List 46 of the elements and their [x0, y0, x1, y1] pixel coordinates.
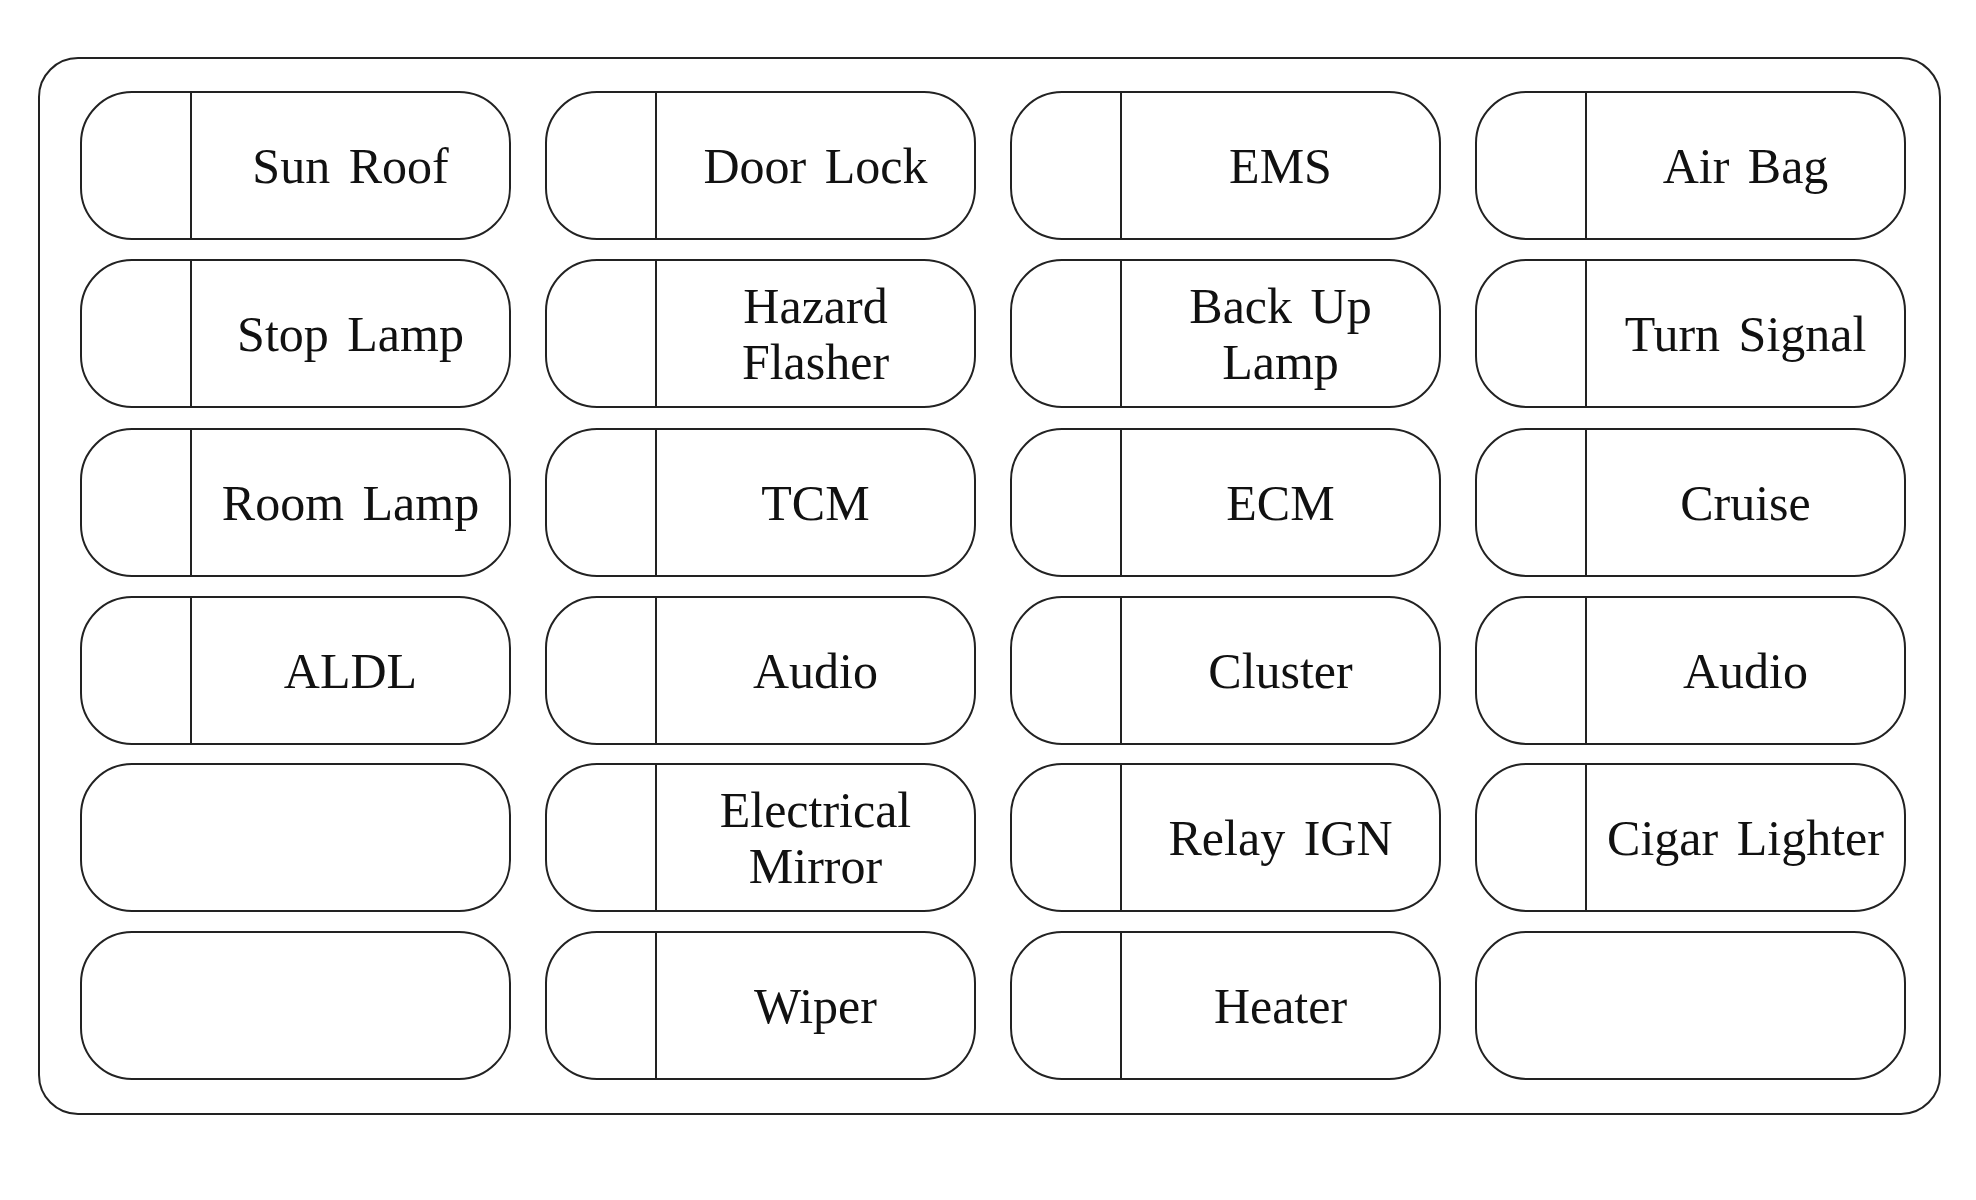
fuse-label: Hazard Flasher	[740, 277, 891, 390]
fuse-label: EMS	[1229, 137, 1332, 194]
fuse-slot	[80, 428, 511, 577]
fuse-label: Air Bag	[1662, 137, 1829, 194]
fuse-slot	[1475, 91, 1906, 240]
fuse-slot	[545, 91, 976, 240]
empty-fuse-slot	[1475, 931, 1906, 1080]
fuse-slot	[545, 259, 976, 408]
fuse-slot	[545, 763, 976, 912]
fuse-slot	[1475, 763, 1906, 912]
fuse-label: Relay IGN	[1168, 809, 1393, 866]
fuse-label: Cruise	[1680, 474, 1811, 531]
fuse-slot	[1475, 428, 1906, 577]
fuse-slot	[80, 259, 511, 408]
fuse-label: Stop Lamp	[237, 305, 464, 362]
fuse-label: Heater	[1213, 977, 1348, 1034]
fuse-slot	[545, 931, 976, 1080]
fuse-slot	[545, 428, 976, 577]
fuse-slot	[80, 596, 511, 745]
fuse-label: ALDL	[283, 642, 418, 699]
fuse-label: Electrical Mirror	[718, 781, 913, 894]
fuse-label: Turn Signal	[1624, 305, 1867, 362]
empty-fuse-slot	[80, 763, 511, 912]
fuse-label: Sun Roof	[252, 137, 449, 194]
fuse-label: Wiper	[754, 977, 877, 1034]
fuse-label: Room Lamp	[221, 474, 480, 531]
fuse-slot	[1475, 259, 1906, 408]
fuse-slot	[1475, 596, 1906, 745]
fuse-slot	[1010, 259, 1441, 408]
fuse-slot	[80, 91, 511, 240]
fuse-label: Cluster	[1208, 642, 1353, 699]
fuse-label: Audio	[753, 642, 878, 699]
fuse-slot	[545, 596, 976, 745]
fuse-label: Audio	[1683, 642, 1808, 699]
fuse-slot	[1010, 91, 1441, 240]
fuse-slot	[1010, 596, 1441, 745]
fuse-label: TCM	[761, 474, 870, 531]
fuse-label: Cigar Lighter	[1607, 809, 1884, 866]
fuse-slot	[1010, 763, 1441, 912]
fuse-slot	[1010, 931, 1441, 1080]
empty-fuse-slot	[80, 931, 511, 1080]
fuse-panel	[38, 57, 1941, 1115]
fuse-label: ECM	[1226, 474, 1335, 531]
fuse-slot	[1010, 428, 1441, 577]
fuse-label: Back Up Lamp	[1188, 277, 1373, 390]
fuse-label: Door Lock	[703, 137, 928, 194]
